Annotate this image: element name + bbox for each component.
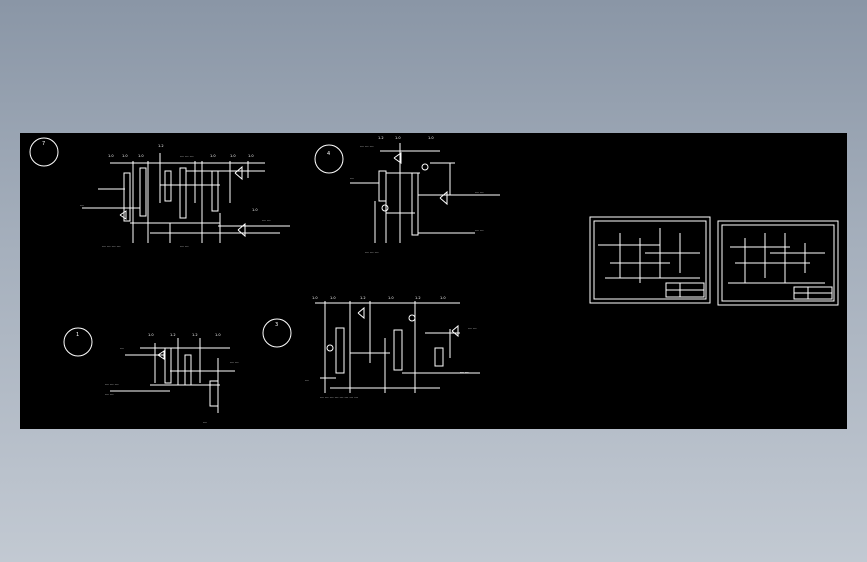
diagram-3: 3 1.0 1.0: [262, 296, 480, 399]
diagram-1-number: 1: [76, 332, 79, 338]
svg-text:1.0: 1.0: [248, 154, 254, 158]
svg-text:1.2: 1.2: [378, 136, 384, 140]
svg-text:1.0: 1.0: [108, 154, 114, 158]
svg-text:---: ---: [80, 203, 85, 207]
diagram-4-circle: [314, 144, 344, 174]
svg-text:1.2: 1.2: [192, 333, 198, 337]
cad-drawing-canvas[interactable]: 7: [20, 133, 847, 429]
svg-text:1.0: 1.0: [252, 208, 258, 212]
svg-text:1.2: 1.2: [170, 333, 176, 337]
sheet-thumbnail-1: [589, 216, 711, 304]
process-flow-diagrams: 7: [29, 136, 839, 424]
svg-text:---: ---: [120, 346, 125, 350]
svg-text:1.0: 1.0: [138, 154, 144, 158]
diagram-1: 1 1.0 1.2 1.2 1.0 --- --- ---: [63, 327, 239, 424]
svg-text:--- --- ---: --- --- ---: [360, 144, 374, 148]
svg-text:--- --- --- --- --- --- --- --: --- --- --- --- --- --- --- ---: [320, 395, 359, 399]
diagram-7: 7: [29, 137, 290, 248]
svg-text:1.0: 1.0: [210, 154, 216, 158]
svg-text:--- ---: --- ---: [475, 190, 484, 194]
diagram-7-number: 7: [42, 141, 45, 147]
sheet-thumbnail-2: [717, 220, 839, 306]
diagram-3-circle: [262, 318, 292, 348]
svg-text:--- ---: --- ---: [230, 360, 239, 364]
svg-text:1.0: 1.0: [395, 136, 401, 140]
diagram-1-circle: [63, 327, 93, 357]
svg-text:1.0: 1.0: [388, 296, 394, 300]
svg-text:---: ---: [203, 420, 208, 424]
svg-text:--- ---: --- ---: [475, 228, 484, 232]
svg-text:--- ---: --- ---: [460, 370, 469, 374]
svg-text:--- ---: --- ---: [262, 218, 271, 222]
svg-text:--- --- --- ---: --- --- --- ---: [102, 244, 121, 248]
svg-text:1.0: 1.0: [330, 296, 336, 300]
svg-text:1.0: 1.0: [230, 154, 236, 158]
svg-text:1.0: 1.0: [215, 333, 221, 337]
svg-text:1.2: 1.2: [415, 296, 421, 300]
diagram-7-circle: [29, 137, 59, 167]
svg-text:--- ---: --- ---: [468, 326, 477, 330]
svg-text:--- --- ---: --- --- ---: [365, 250, 379, 254]
svg-text:1.0: 1.0: [148, 333, 154, 337]
svg-text:1.2: 1.2: [360, 296, 366, 300]
svg-text:1.0: 1.0: [312, 296, 318, 300]
svg-text:--- --- ---: --- --- ---: [180, 154, 194, 158]
svg-text:---: ---: [305, 378, 310, 382]
svg-text:---: ---: [350, 176, 355, 180]
svg-text:1.0: 1.0: [428, 136, 434, 140]
svg-text:1.0: 1.0: [122, 154, 128, 158]
svg-text:--- ---: --- ---: [180, 244, 189, 248]
diagram-4-number: 4: [327, 151, 330, 157]
svg-text:--- ---: --- ---: [105, 392, 114, 396]
svg-text:--- --- ---: --- --- ---: [105, 382, 119, 386]
svg-text:1.0: 1.0: [440, 296, 446, 300]
svg-text:1.2: 1.2: [158, 144, 164, 148]
diagram-4: 4 1.2 1.0 1.0 -: [314, 136, 500, 254]
diagram-3-number: 3: [275, 322, 278, 328]
